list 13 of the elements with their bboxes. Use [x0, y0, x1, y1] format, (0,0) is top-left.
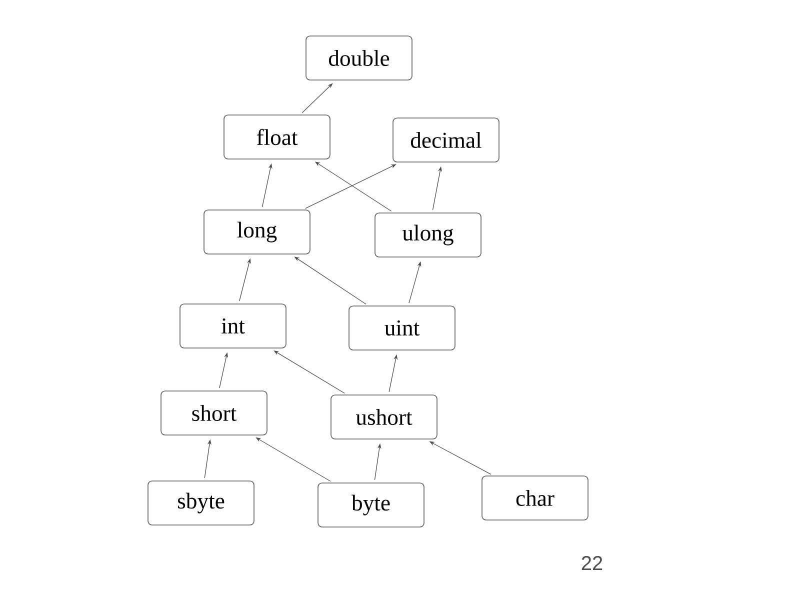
type-box: decimal [392, 118, 500, 162]
page-number: 22 [582, 556, 602, 570]
type-box: long [204, 210, 310, 254]
type-box: uint [348, 306, 456, 350]
type-box: int [180, 304, 286, 348]
type-box: double [306, 36, 412, 80]
type-box: short [160, 390, 268, 436]
type-box: sbyte [148, 480, 254, 526]
type-box: ulong [374, 212, 482, 258]
type-box: float [224, 114, 330, 160]
type-box: byte [318, 482, 424, 528]
type-box: char [482, 476, 588, 520]
type-box: ushort [330, 394, 438, 440]
